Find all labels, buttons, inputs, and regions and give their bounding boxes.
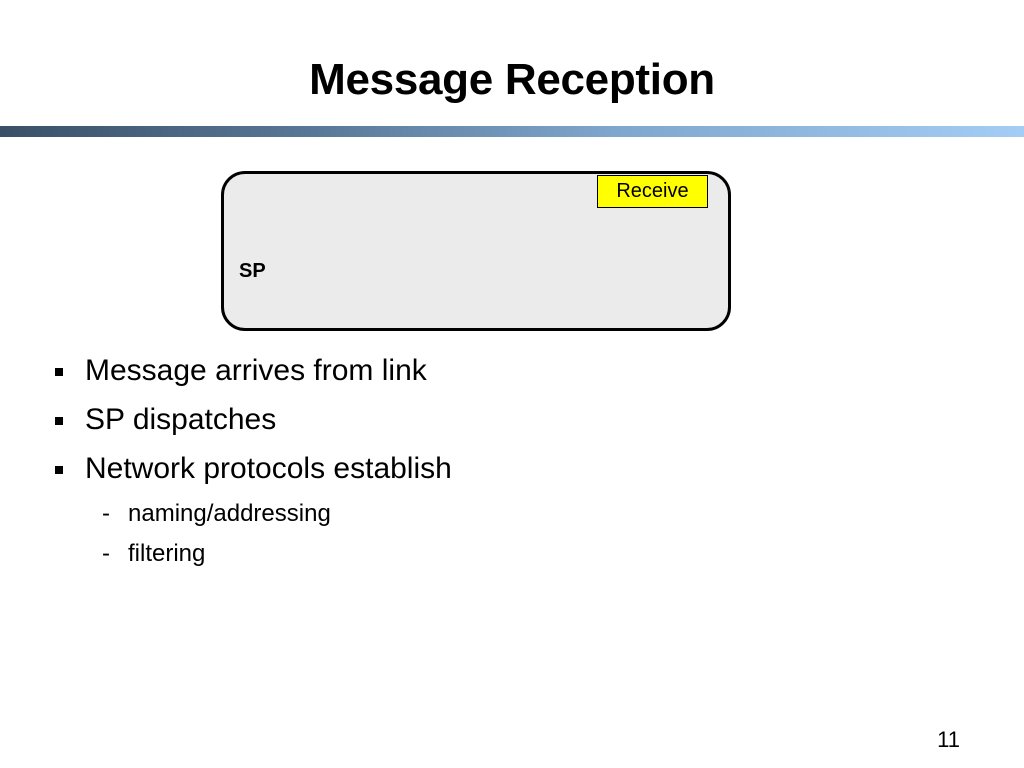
square-bullet-icon [55,466,63,474]
dash-bullet-icon: - [102,540,110,567]
sp-box-label: SP [239,260,266,282]
sub-bullet-text: filtering [128,540,206,567]
title-underline-bar [0,126,1024,137]
square-bullet-icon [55,368,63,376]
sub-bullet-text: naming/addressing [128,500,331,527]
slide-title: Message Reception [309,55,715,104]
bullet-text: Message arrives from link [85,354,427,387]
receive-tag: Receive [597,175,708,208]
square-bullet-icon [55,417,63,425]
bullet-text: SP dispatches [85,403,277,436]
dash-bullet-icon: - [102,500,110,527]
page-number: 11 [937,727,960,752]
bullet-text: Network protocols establish [85,452,452,485]
